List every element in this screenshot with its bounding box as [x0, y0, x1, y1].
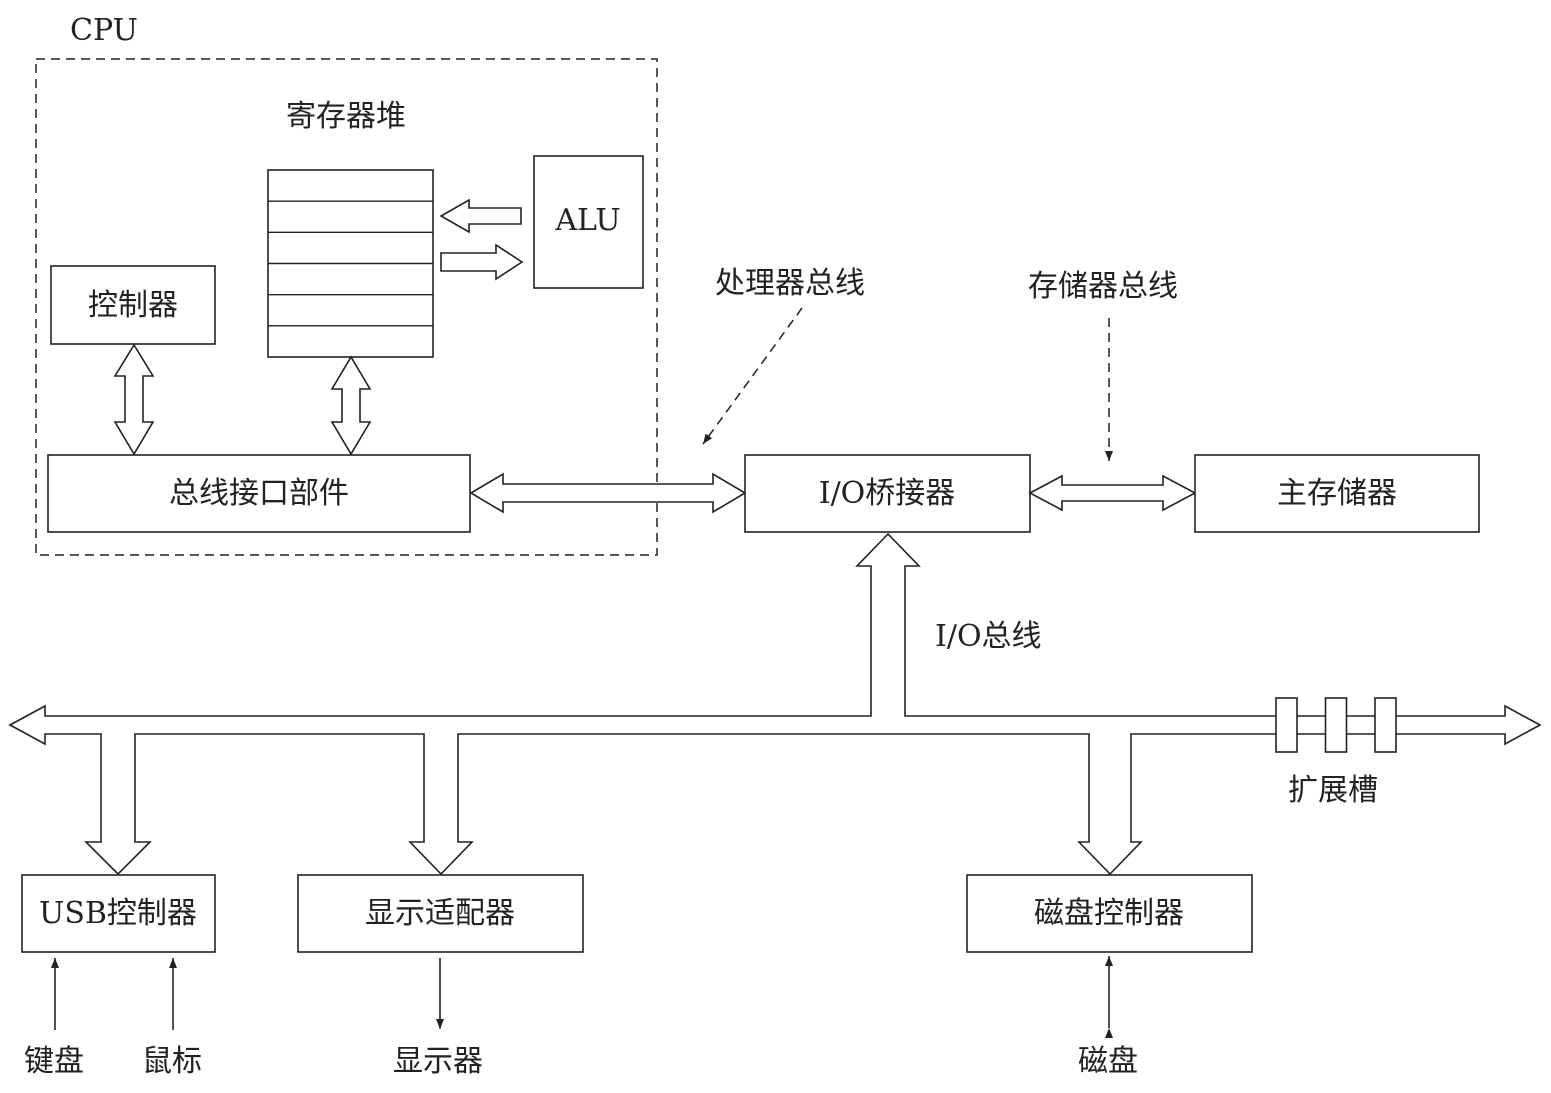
controller-label: 控制器: [88, 288, 178, 323]
io-bus-label: I/O总线: [935, 619, 1042, 654]
bus-interface-box: [47, 454, 471, 533]
expansion-slot: [1275, 697, 1298, 753]
cpu-boundary: [35, 58, 658, 556]
usb-controller-label: USB控制器: [39, 896, 197, 931]
main-memory-label: 主存储器: [1277, 476, 1397, 511]
usb-controller-box: [21, 874, 216, 953]
registers-bus-interface-arrow: [330, 355, 372, 456]
display-adapter-box: [297, 874, 584, 953]
cpu-label: CPU: [70, 13, 138, 48]
controller-bus-interface-arrow: [113, 343, 155, 456]
registers-to-alu-arrow: [440, 243, 524, 281]
memory-bus-arrow: [1028, 474, 1197, 512]
io-bridge-label: I/O桥接器: [819, 476, 956, 511]
alu-label: ALU: [554, 203, 620, 238]
register-file-label: 寄存器堆: [286, 99, 406, 134]
expansion-slots: [1275, 697, 1397, 753]
register-rows: [268, 200, 433, 327]
expansion-slot: [1374, 697, 1397, 753]
expansion-slots-label: 扩展槽: [1288, 773, 1378, 808]
monitor-label: 显示器: [393, 1044, 483, 1079]
mouse-label: 鼠标: [142, 1044, 202, 1079]
alu-box: [533, 155, 644, 289]
processor-bus-label: 处理器总线: [715, 266, 865, 301]
io-bridge-box: [744, 454, 1031, 533]
disk-label: 磁盘: [1078, 1044, 1138, 1079]
disk-controller-box: [966, 874, 1253, 953]
alu-to-registers-arrow: [439, 198, 522, 234]
processor-bus-arrow: [469, 472, 747, 514]
io-bus: [8, 532, 1542, 876]
bus-interface-label: 总线接口部件: [169, 476, 349, 511]
controller-box: [50, 265, 216, 345]
disk-controller-label: 磁盘控制器: [1034, 896, 1184, 931]
register-file: [267, 169, 434, 358]
main-memory-box: [1194, 454, 1480, 533]
display-adapter-label: 显示适配器: [365, 896, 515, 931]
processor-bus-pointer: [702, 307, 803, 445]
expansion-slot: [1324, 697, 1348, 753]
keyboard-label: 键盘: [24, 1044, 84, 1079]
memory-bus-label: 存储器总线: [1028, 269, 1178, 304]
